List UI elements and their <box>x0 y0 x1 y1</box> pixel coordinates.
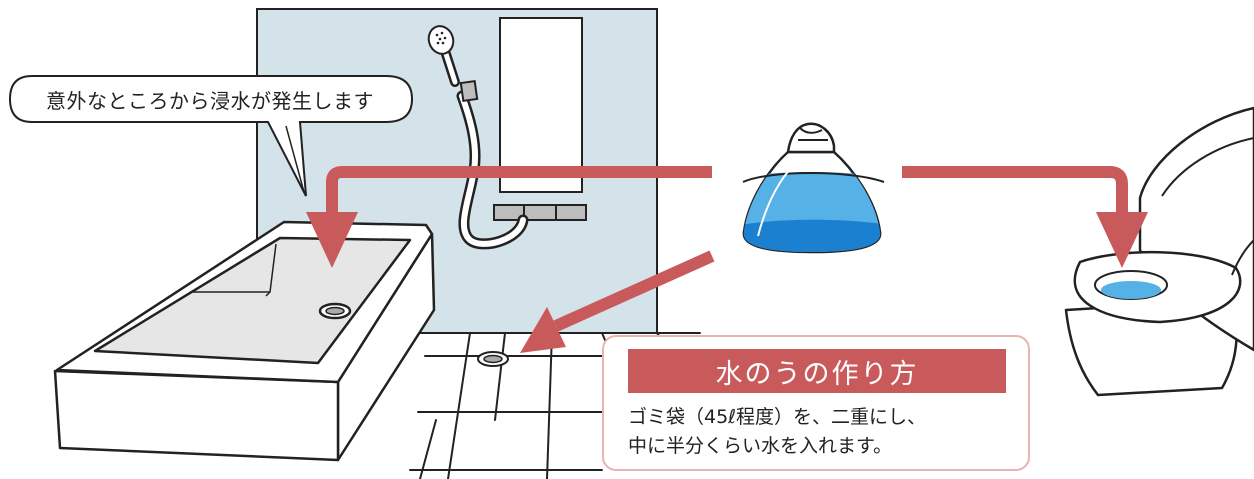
info-box: 水のうの作り方 ゴミ袋（45ℓ程度）を、二重にし、 中に半分くらい水を入れます。 <box>602 335 1030 471</box>
arrow-head-toilet <box>1096 212 1148 268</box>
toilet-icon <box>1064 106 1254 397</box>
info-box-body-line-1: ゴミ袋（45ℓ程度）を、二重にし、 <box>628 406 927 428</box>
info-box-title: 水のうの作り方 <box>628 349 1006 393</box>
arrow-to-bathtub <box>326 166 712 220</box>
arrow-head-bathtub <box>306 212 358 268</box>
callout-bubble <box>8 75 414 197</box>
info-box-body-line-2: 中に半分くらい水を入れます。 <box>628 435 893 457</box>
arrow-to-floor-drain <box>553 250 715 332</box>
callout-text: 意外なところから浸水が発生します <box>46 88 374 113</box>
info-box-body: ゴミ袋（45ℓ程度）を、二重にし、 中に半分くらい水を入れます。 <box>628 403 1018 461</box>
bathtub-icon <box>53 220 436 462</box>
shower-head-icon <box>427 25 455 55</box>
water-bag-icon <box>742 122 885 254</box>
arrow-head-floor-drain <box>520 307 566 353</box>
arrows <box>306 166 1148 353</box>
shower-unit <box>441 17 587 250</box>
floor-drain-icon <box>477 351 509 367</box>
arrow-to-toilet <box>902 166 1128 220</box>
